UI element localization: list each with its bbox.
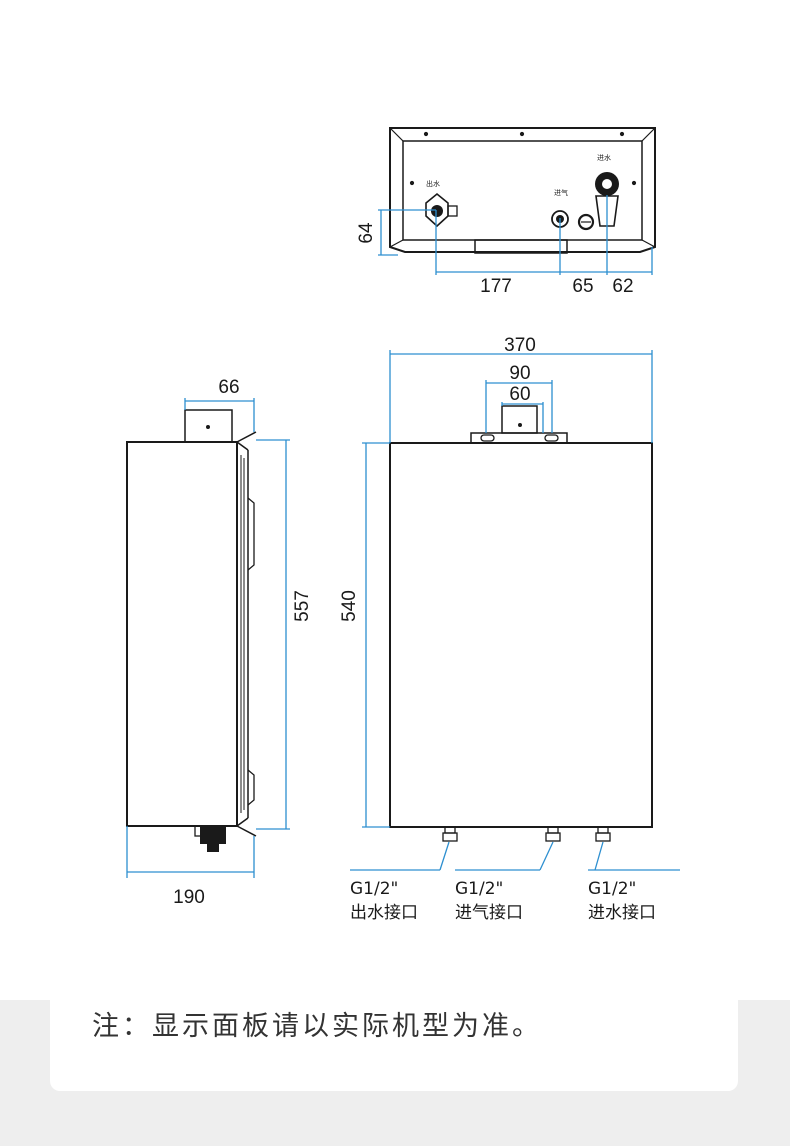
gas-label: 进气 bbox=[554, 188, 568, 197]
port-gas-name: 进气接口 bbox=[455, 903, 523, 923]
port-outlet-name: 出水接口 bbox=[350, 903, 418, 923]
diagram-card bbox=[50, 55, 738, 1091]
dim-bottom-height: 64 bbox=[356, 222, 377, 244]
bottom-view bbox=[389, 127, 656, 254]
side-view-dimension-lines bbox=[126, 398, 290, 878]
front-view-dimension-lines bbox=[350, 350, 680, 871]
dim-side-depth: 190 bbox=[173, 887, 205, 908]
dim-front-60: 60 bbox=[509, 384, 530, 405]
front-view bbox=[389, 405, 653, 842]
display-panel-note: 注：显示面板请以实际机型为准。 bbox=[92, 1011, 542, 1042]
port-inlet-spec: G1/2" bbox=[588, 879, 636, 899]
dim-front-width: 370 bbox=[504, 335, 536, 356]
dim-front-height: 540 bbox=[339, 590, 360, 622]
port-inlet-name: 进水接口 bbox=[588, 903, 656, 923]
dim-side-height: 557 bbox=[292, 590, 313, 622]
port-gas-spec: G1/2" bbox=[455, 879, 503, 899]
dim-side-top: 66 bbox=[218, 377, 239, 398]
dim-bottom-62: 62 bbox=[612, 276, 633, 297]
outlet-label: 出水 bbox=[426, 179, 440, 188]
inlet-label: 进水 bbox=[597, 153, 611, 162]
bottom-view-dimension-lines bbox=[378, 195, 653, 275]
port-outlet-spec: G1/2" bbox=[350, 879, 398, 899]
dim-bottom-177: 177 bbox=[480, 276, 512, 297]
dim-front-90: 90 bbox=[509, 363, 530, 384]
dim-bottom-65: 65 bbox=[572, 276, 593, 297]
side-view bbox=[126, 409, 257, 852]
